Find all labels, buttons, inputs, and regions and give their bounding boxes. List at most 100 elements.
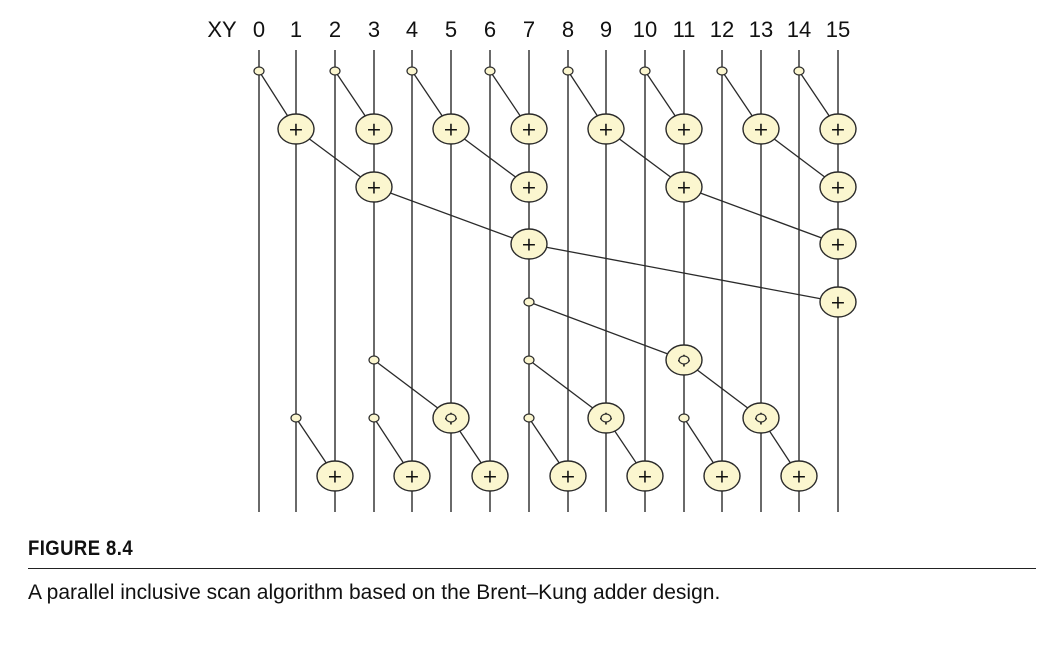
- add-node-circle: [703, 460, 741, 492]
- add-node-reduction-1: +: [277, 113, 315, 145]
- add-node-circle: [549, 460, 587, 492]
- source-dot: [329, 66, 341, 76]
- column-label-8: 8: [562, 17, 574, 42]
- add-node-reduction-5: +: [432, 113, 470, 145]
- add-node-circle: [510, 113, 548, 145]
- edge-11-to-15: [683, 186, 839, 245]
- plus-symbol: +: [676, 177, 692, 199]
- plus-symbol: +: [830, 234, 846, 256]
- column-label-10: 10: [633, 17, 657, 42]
- add-node-distribution-8: +: [549, 460, 587, 492]
- plus-symbol: +: [521, 177, 537, 199]
- add-node-circle: [819, 113, 857, 145]
- plus-symbol: +: [830, 177, 846, 199]
- add-node-circle: [665, 171, 703, 203]
- column-label-12: 12: [710, 17, 734, 42]
- column-label-11: 11: [673, 17, 696, 42]
- source-dot: [678, 355, 690, 365]
- plus-symbol: +: [521, 234, 537, 256]
- plus-symbol: +: [753, 119, 769, 141]
- add-node-reduction-7: +: [510, 228, 548, 260]
- edge-3-to-7: [373, 186, 530, 245]
- plus-symbol: +: [830, 119, 846, 141]
- add-node-distribution-12: +: [703, 460, 741, 492]
- source-dot: [368, 413, 380, 423]
- add-node-circle: [780, 460, 818, 492]
- add-node-distribution-2: +: [316, 460, 354, 492]
- column-label-15: 15: [826, 17, 850, 42]
- operation-nodes: ++++++++++++++++++++++++++: [253, 66, 857, 492]
- add-node-reduction-11: +: [665, 113, 703, 145]
- add-node-reduction-15: +: [819, 113, 857, 145]
- column-label-3: 3: [368, 17, 380, 42]
- add-node-reduction-15: +: [819, 286, 857, 318]
- add-node-reduction-7: +: [510, 171, 548, 203]
- source-dot: [600, 413, 612, 423]
- add-node-reduction-3: +: [355, 113, 393, 145]
- plus-symbol: +: [714, 466, 730, 488]
- add-node-circle: [355, 171, 393, 203]
- plus-symbol: +: [521, 119, 537, 141]
- plus-symbol: +: [404, 466, 420, 488]
- add-node-circle: [471, 460, 509, 492]
- source-dot: [523, 413, 535, 423]
- source-dot: [368, 355, 380, 365]
- column-label-1: 1: [290, 17, 302, 42]
- add-node-circle: [355, 113, 393, 145]
- add-node-distribution-6: +: [471, 460, 509, 492]
- add-node-circle: [742, 113, 780, 145]
- source-dot: [406, 66, 418, 76]
- figure-description: A parallel inclusive scan algorithm base…: [28, 581, 721, 604]
- add-node-reduction-9: +: [587, 113, 625, 145]
- column-label-14: 14: [787, 17, 811, 42]
- column-label-9: 9: [600, 17, 612, 42]
- add-node-distribution-4: +: [393, 460, 431, 492]
- plus-symbol: +: [366, 177, 382, 199]
- edge-7-to-11: [528, 301, 685, 361]
- add-node-reduction-13: +: [742, 113, 780, 145]
- column-label-6: 6: [484, 17, 496, 42]
- source-dot: [484, 66, 496, 76]
- add-node-reduction-11: +: [665, 171, 703, 203]
- column-label-7: 7: [523, 17, 535, 42]
- source-dot: [639, 66, 651, 76]
- source-dot: [678, 413, 690, 423]
- plus-symbol: +: [443, 119, 459, 141]
- plus-symbol: +: [482, 466, 498, 488]
- source-dot: [755, 413, 767, 423]
- source-dot: [290, 413, 302, 423]
- add-node-circle: [432, 113, 470, 145]
- plus-symbol: +: [637, 466, 653, 488]
- add-node-circle: [510, 228, 548, 260]
- array-label-xy: XY: [207, 17, 237, 42]
- add-node-circle: [819, 228, 857, 260]
- add-node-distribution-10: +: [626, 460, 664, 492]
- source-dot: [793, 66, 805, 76]
- add-node-circle: [316, 460, 354, 492]
- source-dot: [523, 297, 535, 307]
- figure-label: FIGURE 8.4: [28, 537, 134, 560]
- column-label-2: 2: [329, 17, 341, 42]
- add-node-circle: [277, 113, 315, 145]
- plus-symbol: +: [366, 119, 382, 141]
- add-node-circle: [393, 460, 431, 492]
- add-node-circle: [819, 286, 857, 318]
- add-node-reduction-3: +: [355, 171, 393, 203]
- add-node-circle: [665, 113, 703, 145]
- plus-symbol: +: [676, 119, 692, 141]
- column-label-0: 0: [253, 17, 265, 42]
- column-label-13: 13: [749, 17, 773, 42]
- plus-symbol: +: [560, 466, 576, 488]
- column-label-5: 5: [445, 17, 457, 42]
- plus-symbol: +: [598, 119, 614, 141]
- add-node-circle: [587, 113, 625, 145]
- source-dot: [716, 66, 728, 76]
- figure-caption: FIGURE 8.4 A parallel inclusive scan alg…: [28, 536, 1036, 606]
- edge-7-to-15: [528, 243, 839, 303]
- add-node-reduction-15: +: [819, 228, 857, 260]
- source-dot: [445, 413, 457, 423]
- plus-symbol: +: [288, 119, 304, 141]
- caption-divider: [28, 568, 1036, 569]
